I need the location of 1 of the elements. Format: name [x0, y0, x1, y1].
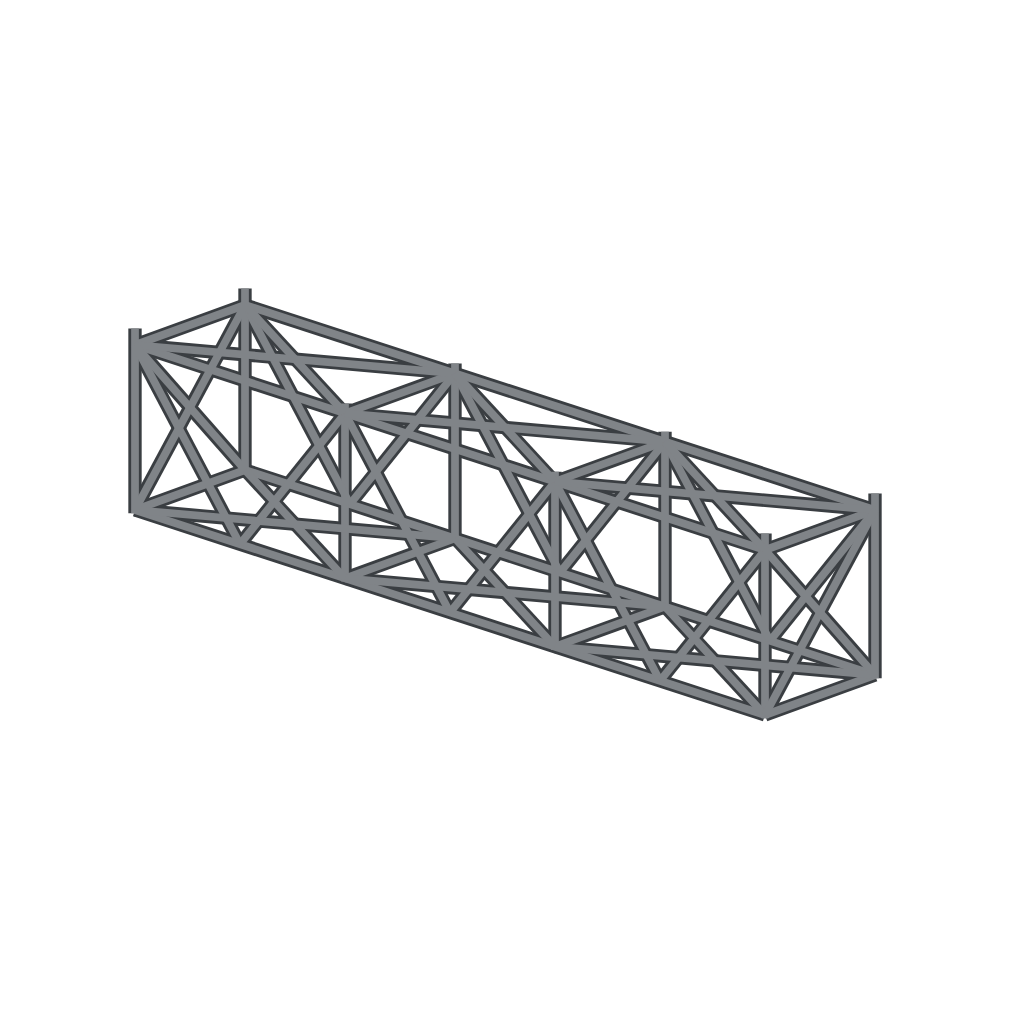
truss-drawing [128, 288, 882, 722]
